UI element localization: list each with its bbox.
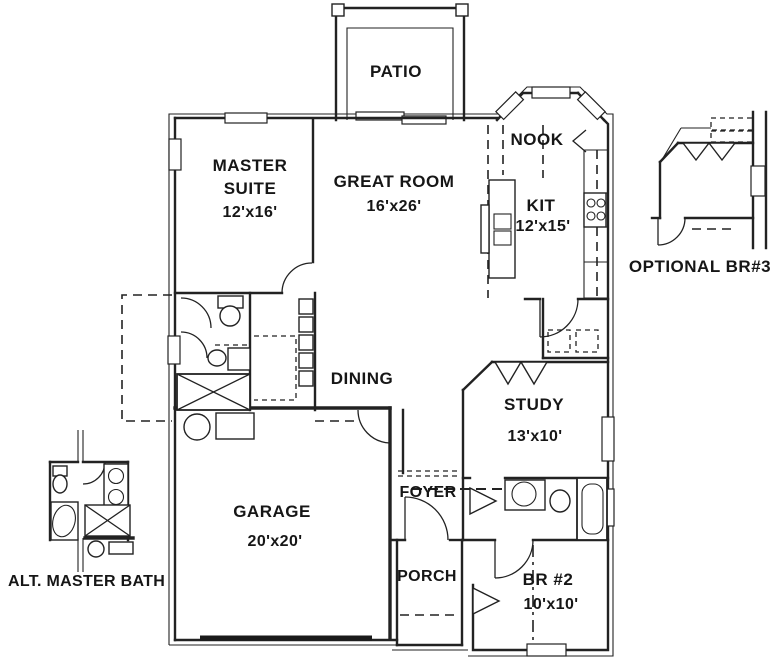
alt-master-bath-inset — [48, 430, 135, 572]
garage-label: GARAGE — [233, 502, 311, 521]
optional-br3-label: OPTIONAL BR#3 — [629, 257, 771, 276]
master-door-arc — [281, 262, 313, 294]
study-dims: 13'x10' — [508, 428, 563, 445]
br3-door-arc — [657, 217, 686, 246]
alt-bath-door-arc — [82, 461, 106, 485]
dryer — [215, 412, 255, 440]
foyer-label: FOYER — [399, 484, 456, 501]
toilet — [219, 305, 241, 327]
study-french-door-left — [493, 361, 523, 386]
room-labels: PATIO MASTER SUITE 12'x16' GREAT ROOM 16… — [8, 62, 771, 613]
island-sink — [493, 213, 512, 230]
dashed-lines — [121, 125, 599, 645]
master-label-2: SUITE — [224, 179, 277, 198]
hall-bath-door-symbol — [469, 486, 498, 516]
alt-vanity — [103, 463, 129, 509]
patio-structure — [331, 3, 469, 125]
bath-left-window — [167, 335, 181, 365]
windows — [167, 86, 615, 657]
optional-br3-inset — [650, 110, 768, 250]
nook-bay-window-left — [495, 91, 525, 121]
nook-label: NOOK — [511, 130, 564, 149]
bedroom2-closet-door-symbol — [472, 586, 501, 616]
washer — [183, 413, 211, 441]
master-closet-rod — [254, 335, 297, 401]
sink — [207, 349, 227, 367]
nook-bay-window-right — [576, 91, 606, 121]
bedroom2-dims: 10'x10' — [524, 596, 579, 613]
alt-bath-link-outline — [121, 294, 172, 422]
doors — [180, 129, 587, 616]
master-top-window — [224, 112, 268, 124]
bath-door-arc — [180, 297, 212, 329]
alt-tub — [50, 501, 79, 541]
kitchen-dims: 12'x15' — [516, 218, 571, 235]
garage-dims: 20'x20' — [248, 533, 303, 550]
front-door-arc — [404, 496, 449, 541]
stove — [583, 192, 607, 228]
study-french-door-right — [519, 361, 549, 386]
kitchen-label: KIT — [527, 196, 556, 215]
bath-sink — [511, 481, 537, 507]
master-bath-fixtures — [176, 295, 314, 441]
alt-master-bath-label: ALT. MASTER BATH — [8, 573, 165, 590]
great-room-label: GREAT ROOM — [334, 172, 455, 191]
master-dims: 12'x16' — [223, 204, 278, 221]
bedroom2-window — [526, 643, 567, 657]
kitchen-fixtures — [480, 149, 608, 299]
master-label-1: MASTER — [213, 156, 288, 175]
nook-bay-window-center — [531, 86, 571, 99]
exterior-wall-outer-face — [168, 86, 614, 657]
hall-bath-fixtures — [504, 477, 608, 541]
br3-window — [750, 165, 766, 197]
porch-label: PORCH — [397, 568, 457, 585]
study-label: STUDY — [504, 395, 564, 414]
br3-door-symbol-right — [707, 142, 737, 162]
bath-toilet — [549, 489, 571, 513]
master-left-window — [168, 138, 182, 171]
br3-door-symbol-left — [681, 142, 711, 162]
kitchen-door-arc — [539, 298, 579, 338]
dining-hall-door-arc — [357, 409, 391, 444]
dining-label: DINING — [331, 369, 394, 388]
nook-door-symbol — [571, 129, 587, 153]
study-window — [601, 416, 615, 462]
bedroom2-label: BR #2 — [523, 570, 574, 589]
alt-toilet — [52, 474, 68, 494]
closet-shelves — [298, 298, 314, 315]
patio-label: PATIO — [370, 62, 422, 81]
great-room-dims: 16'x26' — [367, 198, 422, 215]
bath-inner-door-arc — [180, 331, 208, 359]
